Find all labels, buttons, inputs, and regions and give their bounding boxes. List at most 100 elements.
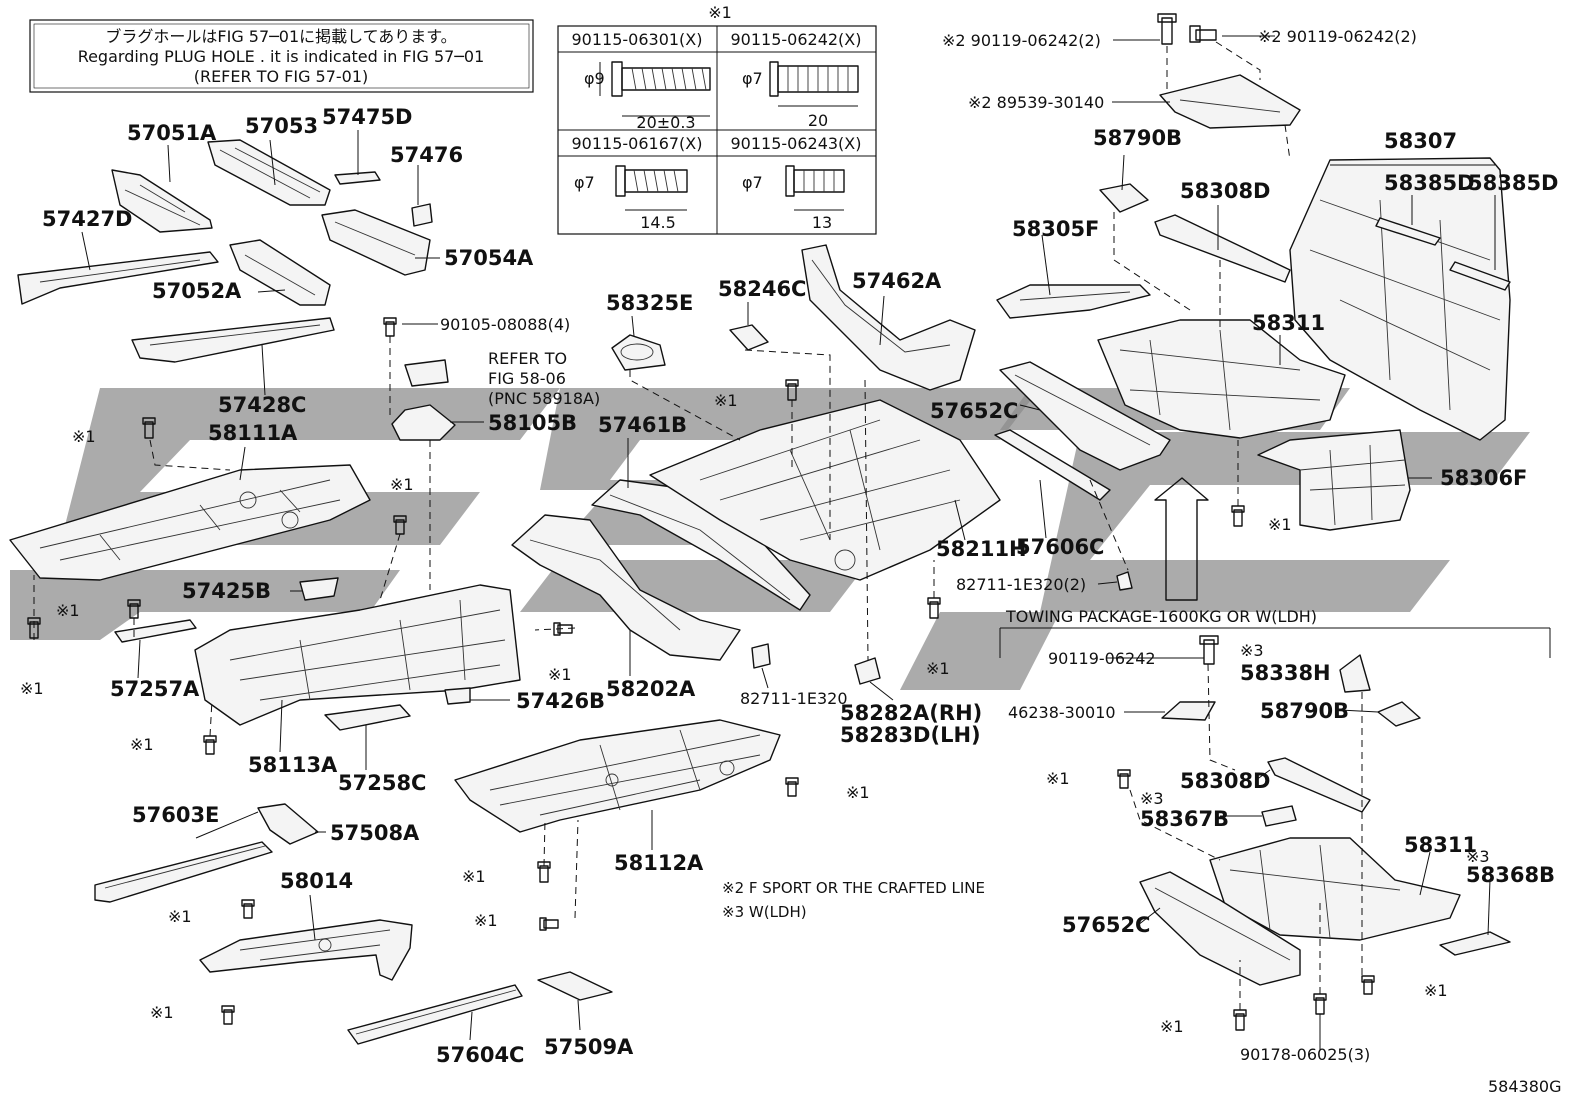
mark1-label: ※1 — [390, 475, 414, 494]
part-58113A — [194, 584, 521, 726]
fastener-3-dia: φ7 — [574, 173, 595, 192]
part-57461B — [591, 479, 811, 611]
fastener-4-part: 90115-06243(X) — [730, 134, 861, 153]
mark1-label: ※1 — [1424, 981, 1448, 1000]
part-57054A — [321, 209, 431, 276]
mark1-label: ※1 — [1160, 1017, 1184, 1036]
label-57054A: 57054A — [444, 246, 534, 270]
label-57604C: 57604C — [436, 1043, 524, 1067]
bolt-icon — [785, 777, 799, 797]
part-58790B-2 — [1377, 701, 1421, 727]
part-58246C — [729, 324, 769, 351]
note-jp: ブラグホールはFIG 57─01に掲載してあります。 — [105, 27, 456, 46]
part-58385D-b — [1449, 261, 1511, 291]
label-57508A: 57508A — [330, 821, 420, 845]
part-58338H — [1339, 654, 1371, 693]
note-en: Regarding PLUG HOLE . it is indicated in… — [78, 47, 485, 66]
part-57652C — [999, 361, 1171, 471]
label-58282A: 58282A(RH) — [840, 701, 982, 725]
part-57509A — [537, 971, 613, 1001]
label-58246C: 58246C — [718, 277, 806, 301]
label-58308D: 58308D — [1180, 179, 1271, 203]
mark1-label: ※1 — [926, 659, 950, 678]
part-58311 — [1097, 319, 1346, 439]
bolt-icon — [1313, 993, 1327, 1015]
label-58105B: 58105B — [488, 411, 577, 435]
label-58385D-b: 58385D — [1468, 171, 1559, 195]
part-57428C — [131, 317, 335, 363]
part-57258C — [324, 704, 411, 731]
part-57425B — [299, 577, 339, 601]
label-58385D-a: 58385D — [1384, 171, 1475, 195]
label-58311-2: 58311 — [1404, 833, 1477, 857]
part-57652C-2 — [1139, 871, 1301, 986]
mark1-label: ※1 — [72, 427, 96, 446]
table-mark: ※1 — [708, 3, 732, 22]
mark3-b: ※3 — [1140, 789, 1164, 808]
mark1-label: ※1 — [130, 735, 154, 754]
part-57462A — [801, 244, 976, 391]
label-57428C: 57428C — [218, 393, 306, 417]
label-58308D-2: 58308D — [1180, 769, 1271, 793]
fastener-2-dia: φ7 — [742, 69, 763, 88]
label-57606C: 57606C — [1016, 535, 1104, 559]
label-90119-b: ※2 90119-06242(2) — [1258, 27, 1417, 46]
refer-line-2: FIG 58-06 — [488, 369, 566, 388]
part-57052A — [229, 239, 331, 306]
label-58307: 58307 — [1384, 129, 1457, 153]
label-58790B: 58790B — [1093, 126, 1182, 150]
part-82711-1E320-b — [1116, 571, 1133, 591]
part-57475D — [334, 171, 381, 185]
bolt-icon — [927, 597, 941, 619]
part-58105B — [391, 404, 456, 441]
label-58305F: 58305F — [1012, 217, 1099, 241]
footnote-f-sport: ※2 F SPORT OR THE CRAFTED LINE — [722, 879, 985, 897]
part-58014 — [199, 919, 413, 981]
bolt-icon — [383, 317, 397, 337]
fastener-4-dia: φ7 — [742, 173, 763, 192]
label-57509A: 57509A — [544, 1035, 634, 1059]
label-90105: 90105-08088(4) — [440, 315, 570, 334]
label-57461B: 57461B — [598, 413, 687, 437]
label-57425B: 57425B — [182, 579, 271, 603]
label-57258C: 57258C — [338, 771, 426, 795]
label-82711-a: 82711-1E320 — [740, 689, 848, 708]
label-58338H: 58338H — [1240, 661, 1331, 685]
label-58111A: 58111A — [208, 421, 298, 445]
fastener-4-len: 13 — [812, 213, 832, 232]
mark3-c: ※3 — [1466, 847, 1490, 866]
leader-lines — [81, 35, 1496, 1050]
mark1-label: ※1 — [462, 867, 486, 886]
label-57652C: 57652C — [930, 399, 1018, 423]
mark1-label: ※1 — [20, 679, 44, 698]
bolt-icon — [241, 899, 255, 919]
label-58211H: 58211H — [936, 537, 1027, 561]
fastener-1-part: 90115-06301(X) — [571, 30, 702, 49]
label-58368B: 58368B — [1466, 863, 1555, 887]
part-89539-30140 — [1159, 74, 1301, 129]
label-57426B: 57426B — [516, 689, 605, 713]
figure-id: 584380G — [1488, 1077, 1561, 1096]
mark1-label: ※1 — [474, 911, 498, 930]
bolt-icon — [1157, 13, 1177, 45]
part-58308D — [1154, 214, 1291, 283]
label-57603E: 57603E — [132, 803, 219, 827]
mark1-label: ※1 — [714, 391, 738, 410]
towing-package-label: TOWING PACKAGE-1600KG OR W(LDH) — [1005, 607, 1317, 626]
part-57426B — [444, 687, 471, 705]
part-58202A — [511, 514, 741, 661]
mark1-label: ※1 — [168, 907, 192, 926]
part-58112A — [454, 719, 781, 833]
direction-arrow-icon — [1154, 477, 1209, 601]
part-57257A — [114, 619, 197, 643]
part-58790B — [1099, 183, 1149, 213]
part-57476 — [411, 203, 433, 227]
screw-1-icon: φ9 20±0.3 — [584, 61, 711, 132]
part-58385D-a — [1375, 217, 1441, 246]
label-58367B: 58367B — [1140, 807, 1229, 831]
label-57052A: 57052A — [152, 279, 242, 303]
label-58325E: 58325E — [606, 291, 693, 315]
refer-line-1: REFER TO — [488, 349, 567, 368]
